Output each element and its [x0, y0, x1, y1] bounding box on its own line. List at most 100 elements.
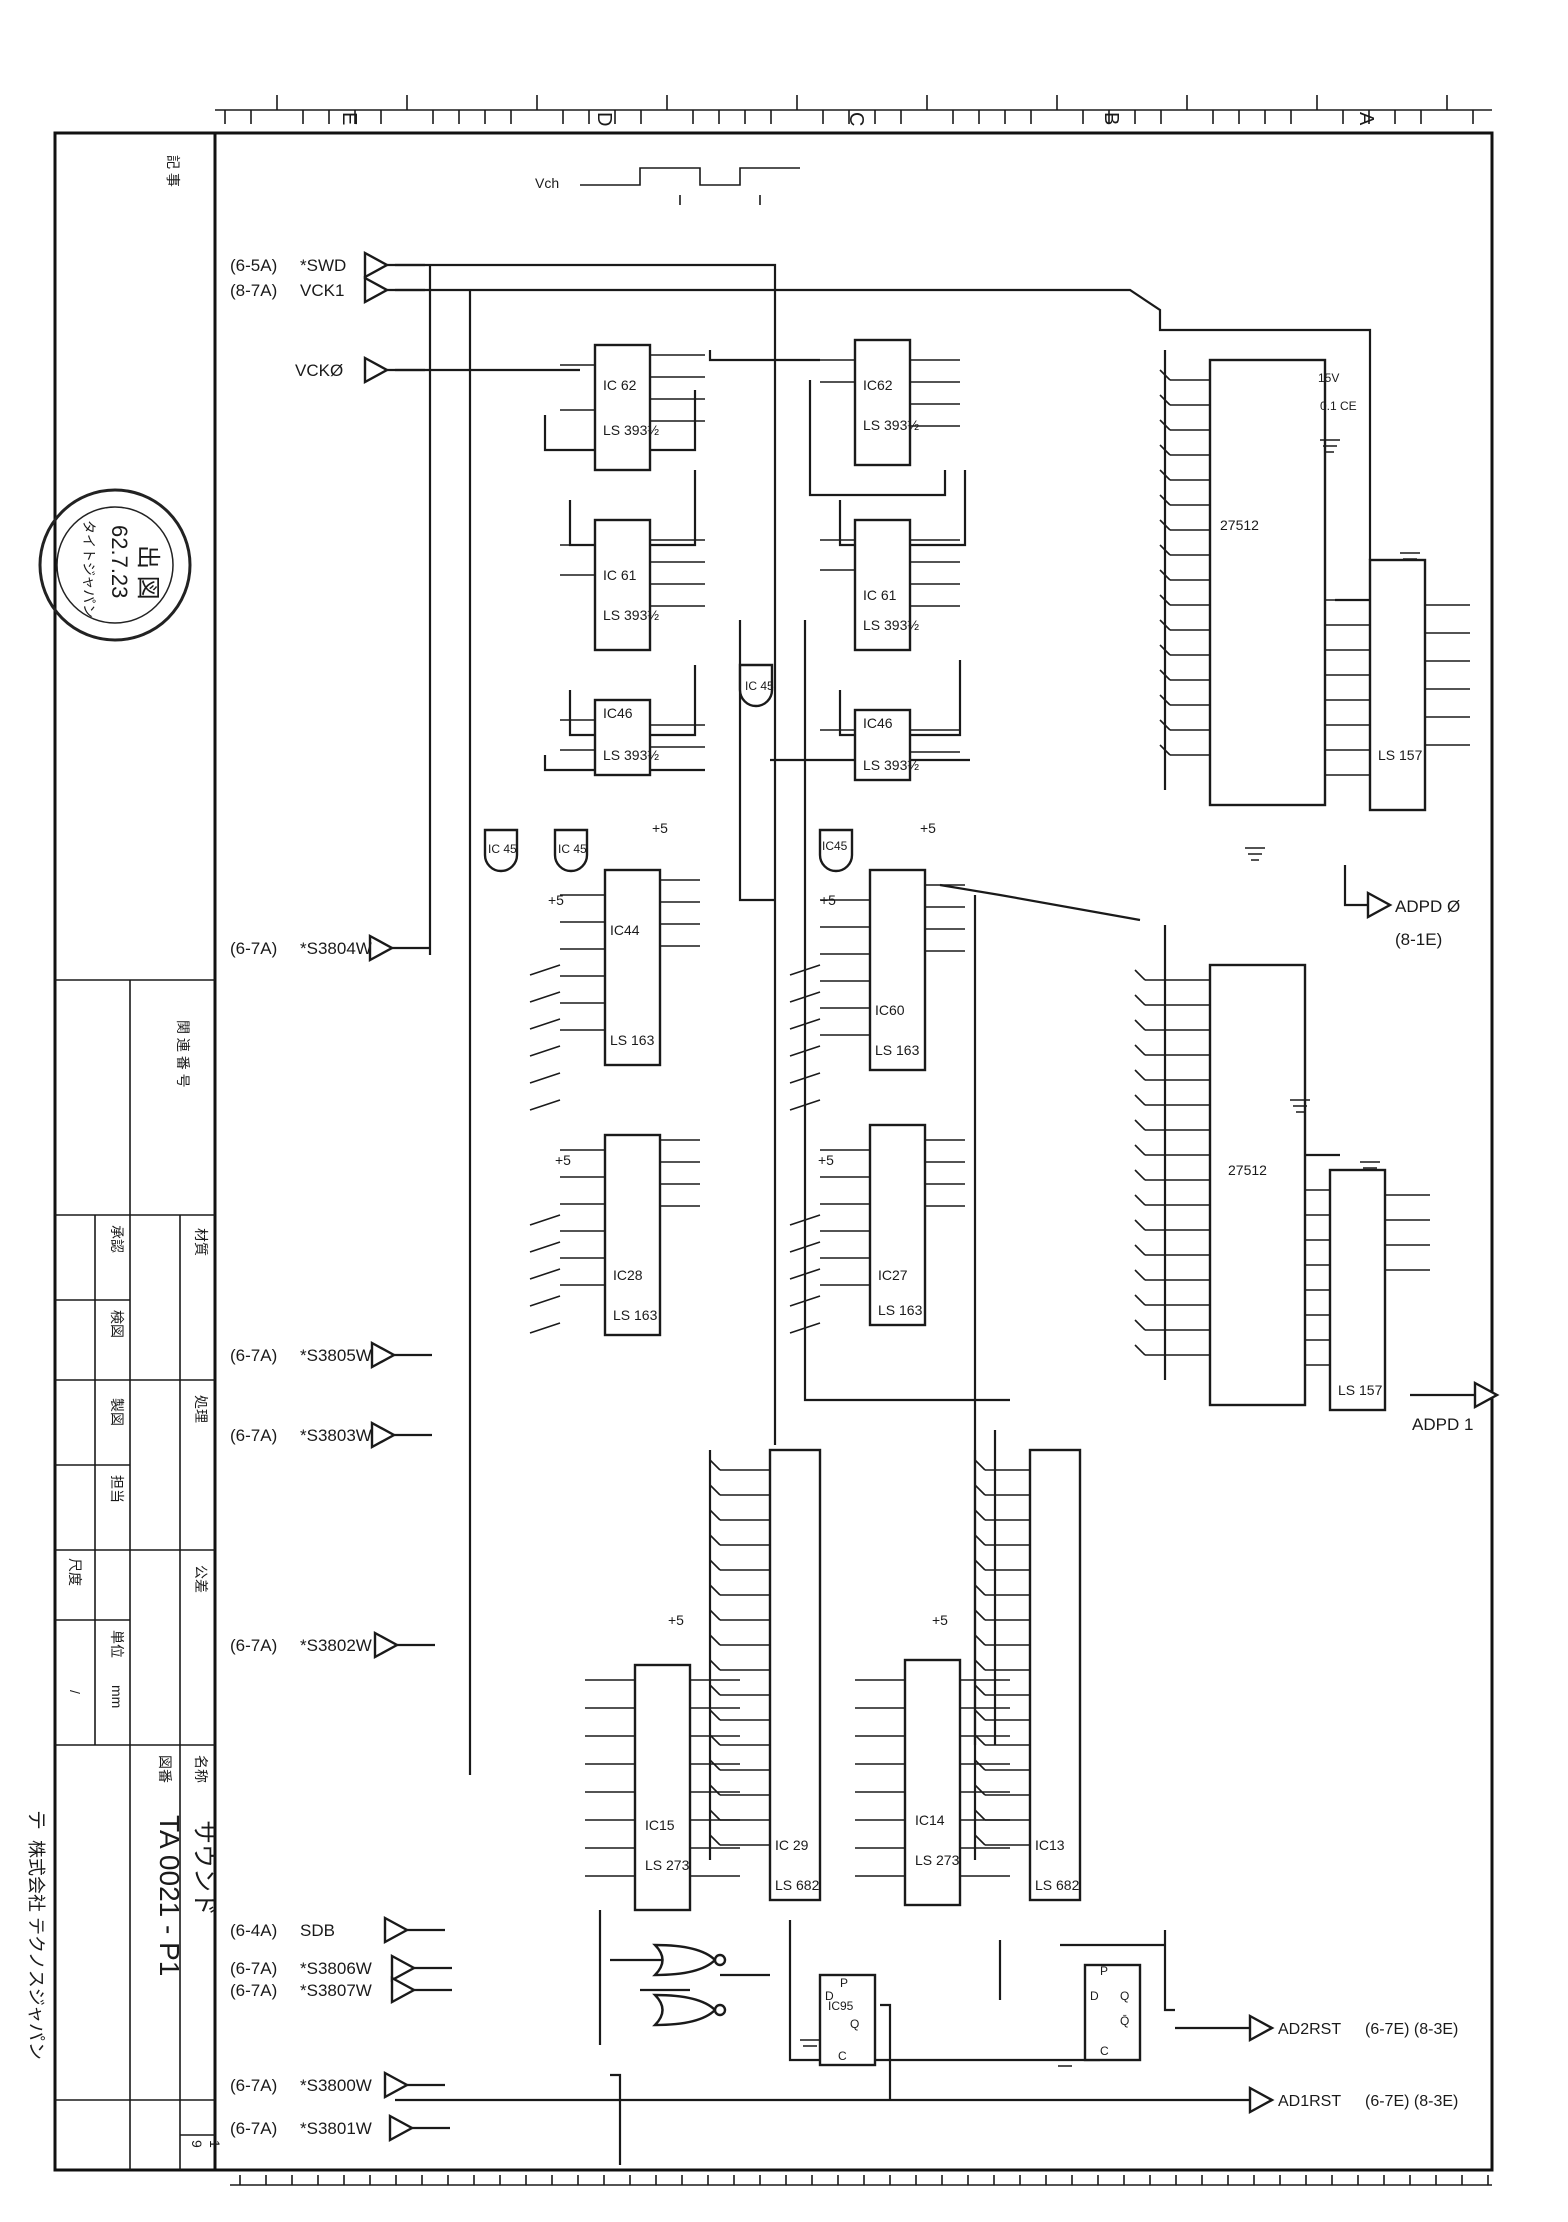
- ic-name: IC 61: [863, 587, 897, 603]
- bus-entry: [709, 1484, 721, 1496]
- ic-type: LS 682: [1035, 1877, 1080, 1893]
- port-arrow-icon: [368, 933, 395, 963]
- output-signal-label: ADPD Ø: [1395, 897, 1460, 916]
- input-signal-label: *S3805W: [300, 1346, 372, 1365]
- ic-name: IC 61: [603, 567, 637, 583]
- ground-icon: [1245, 847, 1265, 861]
- output-adpd1: ADPD 1: [1410, 1380, 1500, 1434]
- related-number-label: 関 連 番 号: [175, 1020, 191, 1088]
- bus-entry: [529, 1072, 561, 1084]
- ground-icon: [800, 2039, 820, 2047]
- d-pin-label: D: [1090, 1989, 1099, 2003]
- output-signal-label: AD2RST: [1278, 2021, 1341, 2038]
- port-arrow-icon: [383, 1915, 410, 1945]
- bus-entry: [1159, 719, 1171, 731]
- output-ports: ADPD Ø (8-1E) ADPD 1 AD2RST (6-7E) (8-3E…: [395, 865, 1500, 2115]
- ic-type: LS 163: [613, 1307, 658, 1323]
- input-port-s3804w: (6-7A)*S3804W: [230, 933, 430, 963]
- notes-label: 記 事: [165, 155, 181, 187]
- ic-name: IC13: [1035, 1837, 1065, 1853]
- port-arrow-icon: [363, 275, 390, 305]
- ground-icon: [1055, 2059, 1075, 2067]
- rom2-address-lines: [1134, 969, 1330, 1366]
- ic-type: LS 393½: [863, 757, 919, 773]
- bus-entry: [529, 1045, 561, 1057]
- approved-label: 承認: [109, 1225, 125, 1253]
- ic-rom1: 27512: [1208, 358, 1327, 807]
- ff-name: IC95: [828, 1999, 854, 2013]
- input-signal-label: *SWD: [300, 256, 346, 275]
- bus-entry: [529, 1241, 561, 1253]
- vcc-label: +5: [548, 892, 564, 908]
- input-signal-label: *S3806W: [300, 1959, 372, 1978]
- bus-entry: [529, 1099, 561, 1111]
- output-signal-label: AD1RST: [1278, 2093, 1341, 2110]
- bus-entry: [709, 1634, 721, 1646]
- input-signal-label: *S3802W: [300, 1636, 372, 1655]
- bus-entry: [974, 1459, 986, 1471]
- bus-entry: [974, 1584, 986, 1596]
- bus-entry: [529, 991, 561, 1003]
- ic-ic13: IC13 LS 682: [1028, 1448, 1082, 1902]
- input-ref-label: (6-7A): [230, 1346, 277, 1365]
- ic-type: LS 393½: [603, 422, 659, 438]
- bus-entry: [789, 1099, 821, 1111]
- zone-letter-a: A: [1355, 112, 1377, 126]
- ic-type: LS 157: [1378, 747, 1423, 763]
- nor-gate-1: [652, 1943, 727, 1977]
- designed-label: 担当: [109, 1475, 125, 1503]
- bus-entry: [529, 1018, 561, 1030]
- ic95a-flip-flop: IC95 D Q C P: [818, 1973, 877, 2067]
- bus-entry: [974, 1484, 986, 1496]
- ic-name: IC27: [878, 1267, 908, 1283]
- input-ref-label: (6-4A): [230, 1921, 277, 1940]
- bus-entry: [709, 1709, 721, 1721]
- bus-entry: [709, 1684, 721, 1696]
- bus-entry: [1159, 694, 1171, 706]
- ic-name: IC44: [610, 922, 640, 938]
- port-arrow-icon: [363, 355, 390, 385]
- bus-entry: [789, 991, 821, 1003]
- latch-data-lines: [708, 1450, 1030, 1860]
- ic-body: [853, 518, 912, 652]
- bus-entry: [1159, 544, 1171, 556]
- ic-body: [1368, 558, 1427, 812]
- bus-entry: [974, 1809, 986, 1821]
- port-arrow-icon: [370, 1420, 397, 1450]
- name-label: 名称: [193, 1755, 209, 1783]
- zone-letter-e: E: [338, 112, 360, 125]
- port-arrow-icon: [363, 250, 390, 280]
- bus-entry: [709, 1609, 721, 1621]
- ic-name: IC14: [915, 1812, 945, 1828]
- input-port-swd: (6-5A) *SWD: [230, 250, 425, 280]
- bus-entry: [1159, 644, 1171, 656]
- bus-entry: [709, 1834, 721, 1846]
- bus-entry: [1159, 419, 1171, 431]
- unit-value: mm: [109, 1685, 125, 1708]
- bus-entry: [1134, 1169, 1146, 1181]
- bus-entry: [1159, 619, 1171, 631]
- output-ref-label: (6-7E) (8-3E): [1365, 2093, 1458, 2110]
- bus-entry: [1134, 1094, 1146, 1106]
- ic-body: [768, 1448, 822, 1902]
- input-port-s3806w: (6-7A)*S3806W: [230, 1953, 452, 1983]
- input-ref-label: (6-5A): [230, 256, 277, 275]
- ic-body: [903, 1658, 962, 1907]
- bus-entry: [1134, 1319, 1146, 1331]
- input-signal-label: *S3807W: [300, 1981, 372, 2000]
- output-ref-label: (6-7E) (8-3E): [1365, 2021, 1458, 2038]
- ic45c-gate: IC 45: [483, 828, 519, 873]
- company-name: 株式会社 テクノスジャパン: [26, 1840, 46, 2060]
- input-ref-label: (6-7A): [230, 2119, 277, 2138]
- ic-body: [593, 518, 652, 652]
- port-arrow-icon: [383, 2070, 410, 2100]
- d-pin-label: D: [825, 1989, 834, 2003]
- port-arrow-icon: [390, 1975, 417, 2005]
- bus-entry: [789, 1045, 821, 1057]
- ic-body: [1208, 358, 1327, 807]
- ruler-ticks-bottom: [239, 2175, 1489, 2185]
